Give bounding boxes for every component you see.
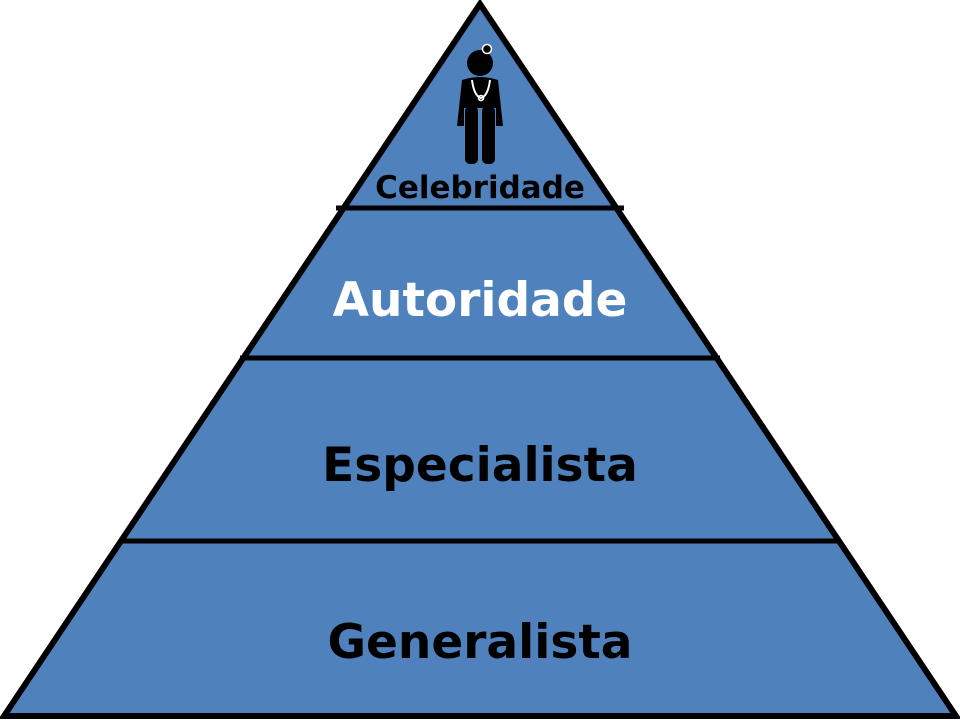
tier-label-especialista: Especialista: [322, 438, 638, 493]
doctor-with-stethoscope-icon: [457, 43, 503, 164]
tier-label-celebridade: Celebridade: [375, 170, 585, 206]
tier-label-autoridade: Autoridade: [333, 273, 628, 328]
tier-label-generalista: Generalista: [327, 615, 632, 670]
